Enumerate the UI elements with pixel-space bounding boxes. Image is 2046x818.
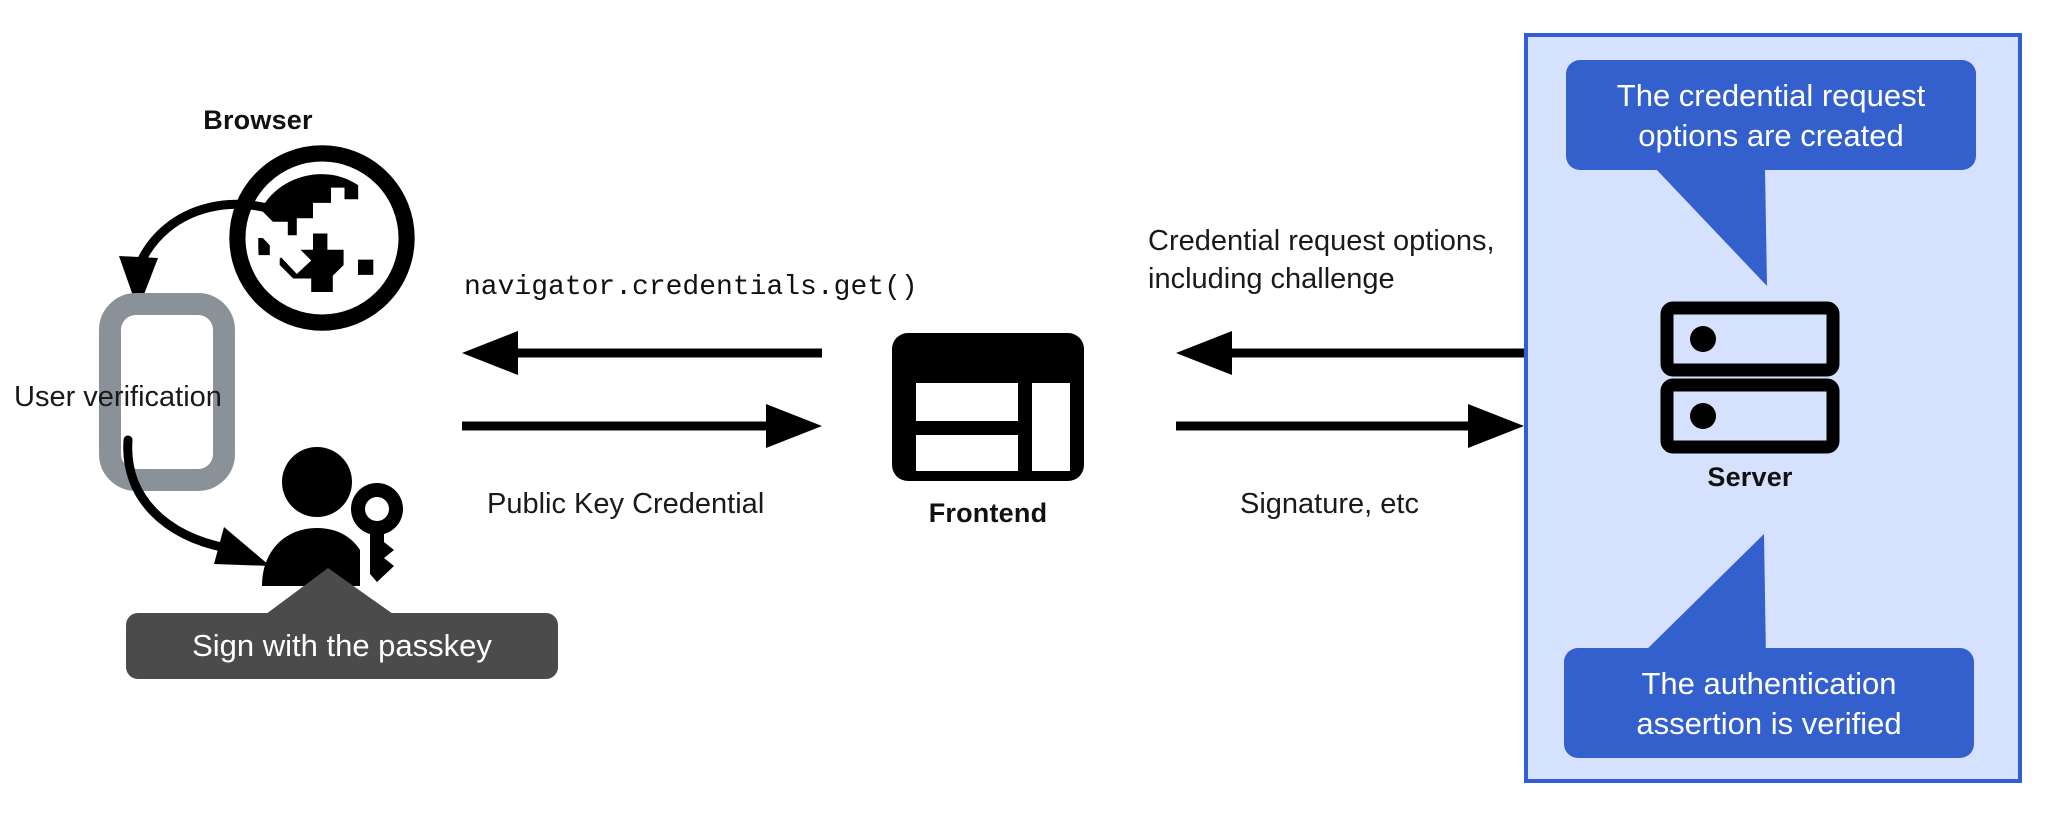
arrow-browser-to-frontend [462, 404, 822, 448]
arrow-server-to-frontend [1176, 331, 1524, 375]
passkey-tooltip-tail [250, 568, 440, 626]
server-callout-bottom-line2: assertion is verified [1636, 706, 1902, 742]
arrow-frontend-to-server [1176, 404, 1524, 448]
navigator-credentials-get-label: navigator.credentials.get() [464, 272, 918, 303]
server-callout-bottom: The authentication assertion is verified [1564, 648, 1974, 758]
globe-icon [229, 145, 415, 331]
server-callout-bottom-tail [1636, 534, 1836, 660]
user-verification-label: User verification [14, 381, 222, 413]
credential-request-options-label: Credential request options, including ch… [1148, 222, 1495, 299]
credential-request-options-line2: including challenge [1148, 263, 1395, 296]
person-with-key-icon [258, 438, 418, 598]
server-callout-top-line2: options are created [1638, 118, 1904, 154]
credential-request-options-line1: Credential request options, [1148, 225, 1495, 257]
server-callout-bottom-line1: The authentication [1641, 666, 1897, 701]
phone-to-user-arrow [118, 432, 338, 582]
frontend-label-wrap: Frontend [928, 498, 1048, 528]
server-callout-top-line1: The credential request [1616, 78, 1926, 113]
signature-etc-label: Signature, etc [1240, 488, 1419, 520]
server-callout-top: The credential request options are creat… [1566, 60, 1976, 170]
sign-with-passkey-label: Sign with the passkey [192, 628, 492, 663]
server-rack-icon [1660, 301, 1840, 454]
sign-with-passkey-tooltip: Sign with the passkey [126, 613, 558, 679]
arrow-frontend-to-browser [462, 331, 822, 375]
browser-to-phone-arrow [96, 178, 297, 328]
server-label-wrap: Server [1707, 462, 1793, 492]
browser-label: Browser [203, 105, 313, 135]
mobile-phone-icon [99, 293, 235, 491]
public-key-credential-label: Public Key Credential [487, 488, 765, 520]
web-page-layout-icon [890, 331, 1086, 483]
server-callout-top-tail [1655, 168, 1845, 290]
